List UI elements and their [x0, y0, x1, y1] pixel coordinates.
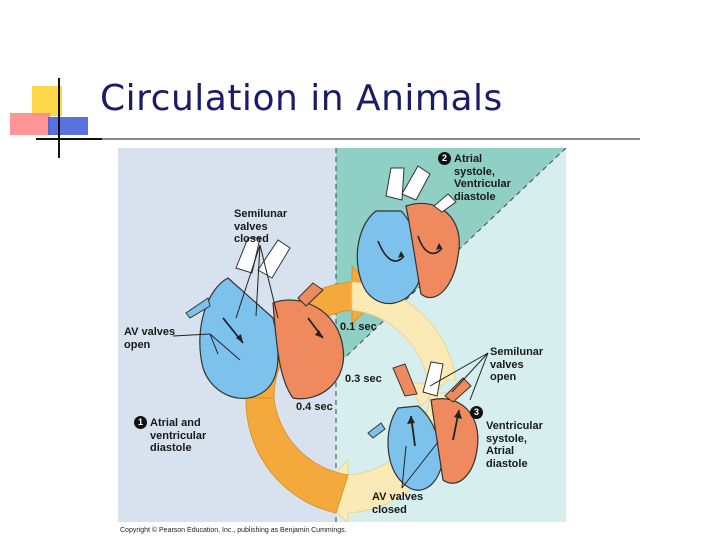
heart-ventricular-systole	[367, 361, 479, 491]
av-valves-open-label: AV valves open	[124, 326, 176, 351]
time-0-4-sec: 0.4 sec	[296, 401, 333, 413]
time-0-3-sec: 0.3 sec	[345, 373, 382, 385]
decor-vertical-line	[58, 78, 60, 158]
phase-3-label: Ventricular systole, Atrial diastole	[486, 420, 543, 470]
leader-lines	[172, 244, 489, 489]
phase-2-label: Atrial systole, Ventricular diastole	[454, 153, 511, 203]
decor-horizontal-line-dark	[36, 138, 102, 140]
cardiac-cycle-figure: 1 Atrial and ventricular diastole 2 Atri…	[118, 148, 566, 522]
heart-atrial-systole	[356, 165, 460, 305]
time-0-1-sec: 0.1 sec	[340, 321, 377, 333]
decor-horizontal-line	[40, 138, 640, 140]
phase-1-badge: 1	[134, 416, 147, 429]
av-valves-closed-label: AV valves closed	[372, 491, 424, 516]
phase-2-badge: 2	[438, 152, 451, 165]
slide-title: Circulation in Animals	[100, 78, 503, 119]
semilunar-valves-open-label: Semilunar valves open	[490, 346, 544, 383]
decor-blue-square	[48, 117, 88, 135]
heart-diastole	[185, 237, 345, 400]
cycle-arrow-orange-bottom	[245, 397, 349, 514]
phase-1-label: Atrial and ventricular diastole	[150, 417, 207, 454]
copyright-notice: Copyright © Pearson Education, Inc., pub…	[120, 527, 347, 534]
divider-diagonal	[335, 148, 566, 367]
semilunar-valves-closed-label: Semilunar valves closed	[234, 208, 288, 245]
decor-red-square	[10, 113, 50, 135]
decor-yellow-square	[32, 86, 62, 116]
phase-3-badge: 3	[470, 406, 483, 419]
cardiac-cycle-diagram	[118, 148, 566, 522]
